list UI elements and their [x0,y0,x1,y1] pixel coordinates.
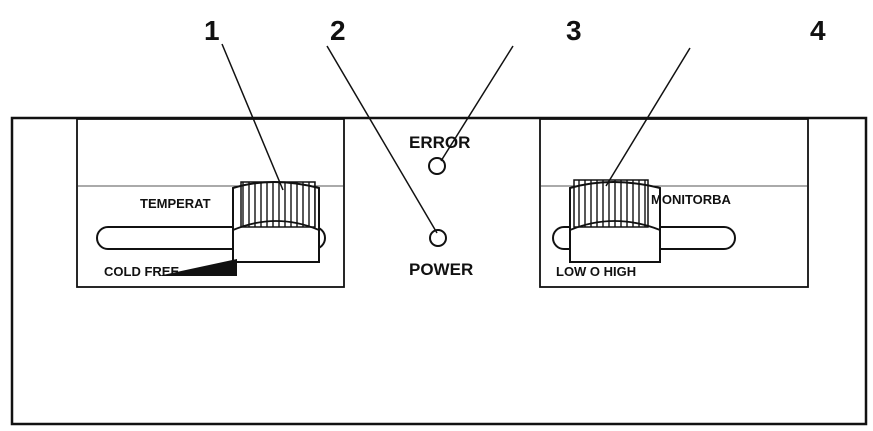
callout-2-number: 2 [330,15,346,46]
callout-2-leader [326,45,438,234]
temperature-control-panel: TEMPERAT COLD FREE [76,118,345,288]
callout-1-number: 1 [204,15,220,46]
temperature-scale-label: COLD FREE [104,264,179,279]
power-indicator-led [429,229,447,247]
callout-3-leader [440,45,514,162]
temperature-label: TEMPERAT [140,196,211,211]
callout-1-leader [221,43,284,191]
callout-3-number: 3 [566,15,582,46]
error-indicator-led [428,157,446,175]
error-label: ERROR [409,133,470,152]
power-label: POWER [409,260,473,279]
monitor-slider-knob[interactable] [569,179,661,263]
indicator-area: ERROR POWER [409,133,473,279]
monitor-scale-label: LOW O HIGH [556,264,636,279]
callout-4-leader [605,47,691,187]
monitor-label: MONITORBA [651,192,732,207]
callout-4-number: 4 [810,15,826,46]
temperature-slider-knob[interactable] [232,181,320,263]
temperature-scale-wedge [158,259,237,276]
monitor-control-panel: MONITORBA LOW O HIGH [539,118,809,288]
